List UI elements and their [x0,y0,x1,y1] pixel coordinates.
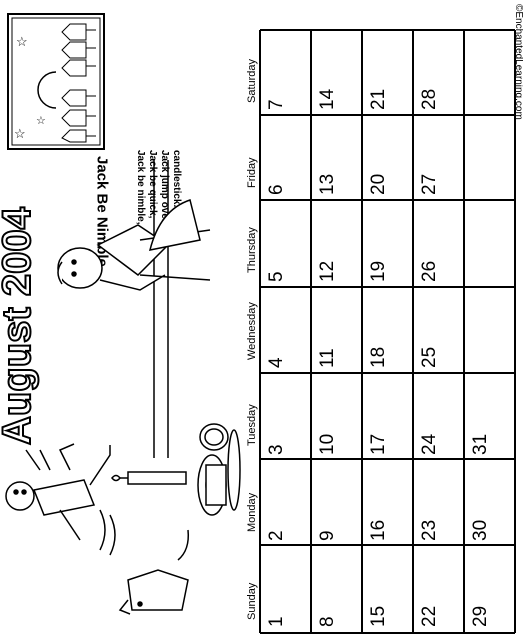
moon-icon [37,71,57,109]
calendar-title: August 2004 [0,206,39,445]
day-number: 5 [266,271,287,282]
weekday-thursday: Thursday [246,227,258,273]
day-number: 4 [266,357,287,368]
day-number: 12 [317,261,338,282]
day-number: 25 [419,347,440,368]
day-number: 18 [368,347,389,368]
rhyme-line: Jack be nimble, [135,150,146,225]
weekday-sunday: Sunday [246,582,258,620]
calendar-grid [259,29,516,634]
day-number: 22 [419,606,440,627]
day-number: 6 [266,184,287,195]
day-number: 31 [470,434,491,455]
rhyme-title: Jack Be Nimble [94,156,111,267]
day-number: 17 [368,434,389,455]
weekday-wednesday: Wednesday [246,302,258,360]
day-number: 27 [419,174,440,195]
rhyme-line: Jack jump over the [159,150,170,241]
weekday-monday: Monday [246,492,258,532]
day-number: 28 [419,89,440,110]
day-number: 9 [317,530,338,541]
day-number: 8 [317,616,338,627]
website-credit: ©EnchantedLearning.com [513,4,523,120]
day-number: 23 [419,520,440,541]
day-number: 15 [368,606,389,627]
day-number: 20 [368,174,389,195]
star-icon: ☆ [14,126,26,141]
weekday-saturday: Saturday [246,58,258,103]
weekday-friday: Friday [246,157,258,188]
rhyme-line: Jack be quick, [147,150,158,219]
day-number: 26 [419,261,440,282]
day-number: 19 [368,261,389,282]
candlestick-icon [111,423,241,516]
illustration [5,160,241,615]
day-number: 30 [470,520,491,541]
day-number: 7 [266,99,287,110]
girl-figure [57,199,211,291]
star-icon: ☆ [16,34,28,49]
day-number: 1 [266,616,287,627]
boy-figure [5,443,116,556]
day-number: 3 [266,444,287,455]
weekday-tuesday: Tuesday [246,404,258,446]
day-number: 21 [368,89,389,110]
day-number: 29 [470,606,491,627]
day-number: 16 [368,520,389,541]
day-number: 2 [266,530,287,541]
day-number: 13 [317,174,338,195]
cat-figure [118,529,190,615]
candle-row-icon [61,23,96,143]
day-number: 11 [317,348,338,368]
rhyme-line: candlestick. [171,150,182,207]
day-number: 14 [317,88,338,110]
rhyme-box: ☆ ☆ ☆ [7,13,105,150]
day-number: 10 [317,434,338,455]
star-icon: ☆ [36,115,46,127]
day-number: 24 [419,433,440,455]
